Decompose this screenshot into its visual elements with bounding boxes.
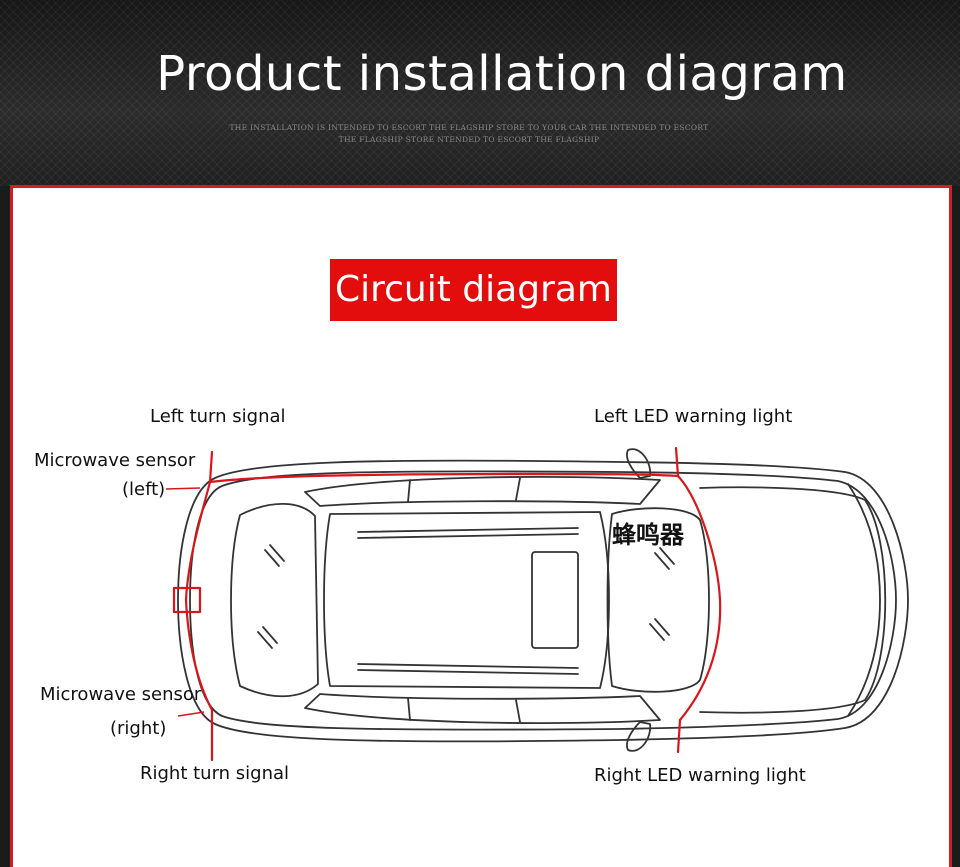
label-right-turn-signal: Right turn signal bbox=[140, 763, 290, 784]
label-microwave-left-line2: (left) bbox=[122, 479, 166, 500]
roof-rail-bottom-2 bbox=[357, 669, 579, 675]
wire-led-bottom bbox=[676, 718, 682, 754]
wire-left-top bbox=[208, 450, 214, 484]
roof-rail-top-2 bbox=[357, 533, 579, 539]
label-microwave-right-line1: Microwave sensor bbox=[40, 684, 202, 705]
label-right-led-warning-light: Right LED warning light bbox=[594, 765, 806, 786]
mirror-bottom bbox=[626, 721, 652, 752]
wire-left-side bbox=[184, 480, 214, 762]
roof-rail-top bbox=[357, 527, 579, 533]
label-microwave-left-line1: Microwave sensor bbox=[34, 450, 196, 471]
leader-microwave-left bbox=[165, 487, 201, 490]
circuit-diagram-badge: Circuit diagram bbox=[330, 259, 617, 321]
wire-led-top bbox=[674, 446, 680, 478]
label-microwave-right-line2: (right) bbox=[110, 718, 167, 739]
page-title: Product installation diagram bbox=[156, 46, 848, 102]
windshield bbox=[230, 502, 319, 698]
side-windows-top bbox=[304, 475, 661, 507]
side-windows-bottom bbox=[304, 693, 661, 725]
roof-outline bbox=[323, 511, 610, 689]
microwave-sensor-box bbox=[172, 586, 202, 614]
label-left-turn-signal: Left turn signal bbox=[150, 406, 286, 427]
sunroof bbox=[531, 551, 579, 649]
wire-main-loop bbox=[208, 472, 722, 722]
label-buzzer: 蜂鸣器 bbox=[612, 521, 684, 549]
tailgate bbox=[699, 486, 887, 714]
label-left-led-warning-light: Left LED warning light bbox=[594, 406, 793, 427]
car-body-outline bbox=[177, 459, 909, 743]
mirror-top bbox=[626, 448, 652, 479]
car-body-inner bbox=[189, 470, 897, 731]
rear-window bbox=[606, 507, 710, 693]
leader-microwave-right bbox=[177, 711, 205, 717]
header-banner: Product installation diagram THE INSTALL… bbox=[0, 0, 960, 186]
roof-rail-bottom bbox=[357, 663, 579, 669]
subtitle-line-2: THE FLAGSHIP STORE NTENDED TO ESCORT THE… bbox=[338, 135, 600, 144]
subtitle-line-1: THE INSTALLATION IS INTENDED TO ESCORT T… bbox=[229, 123, 709, 132]
